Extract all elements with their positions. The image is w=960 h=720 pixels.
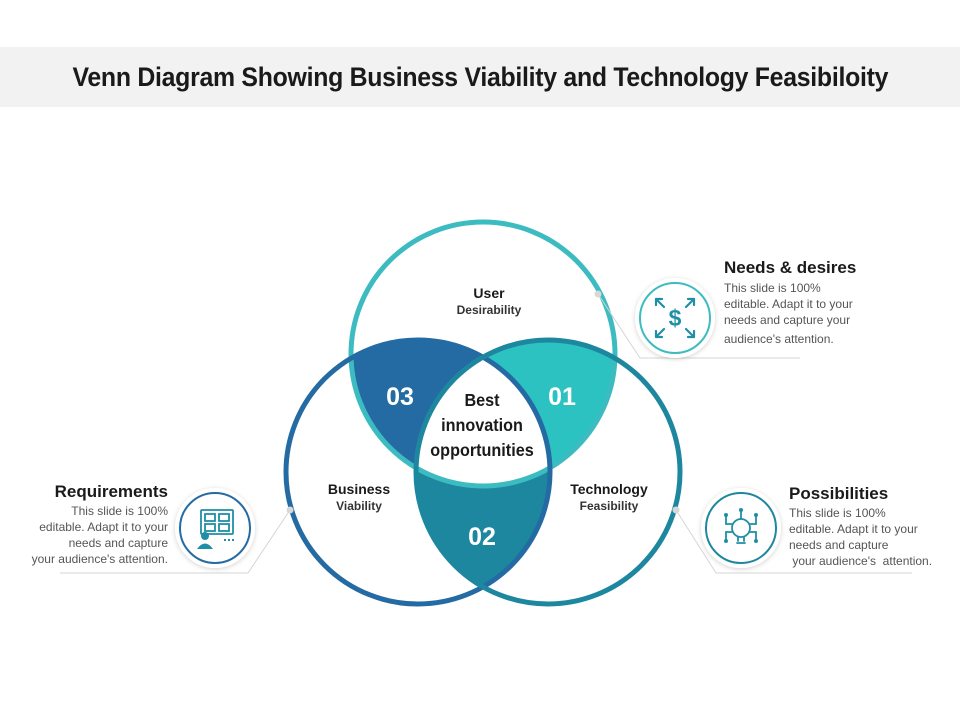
possibilities-body-line: needs and capture	[789, 538, 889, 552]
overlap-number-01: 01	[548, 383, 576, 411]
left-circle-subtitle: Viability	[336, 499, 382, 513]
right-circle-subtitle: Feasibility	[580, 499, 639, 513]
right-circle-ring	[413, 337, 683, 607]
presentation-board-icon	[175, 488, 255, 568]
possibilities-body: This slide is 100% editable. Adapt it to…	[789, 505, 932, 569]
needs-connector-dot	[594, 290, 602, 298]
needs-body: This slide is 100% editable. Adapt it to…	[724, 280, 853, 347]
requirements-body-line: This slide is 100%	[71, 504, 168, 518]
possibilities-body-line: editable. Adapt it to your	[789, 522, 918, 536]
requirements-body: This slide is 100% editable. Adapt it to…	[32, 503, 168, 567]
possibilities-body-line: your audience's attention.	[789, 554, 933, 568]
needs-body-line: audience's attention.	[724, 332, 834, 346]
requirements-body-line: needs and capture	[68, 536, 168, 550]
svg-text:$: $	[669, 305, 682, 331]
requirements-connector-dot	[286, 506, 294, 514]
connector-lines	[60, 293, 912, 574]
title-bar: Venn Diagram Showing Business Viability …	[0, 47, 960, 107]
possibilities-connector-dot	[672, 506, 680, 514]
center-label-line-1: Best	[464, 390, 499, 410]
needs-body-line: This slide is 100%	[724, 281, 821, 295]
page-title: Venn Diagram Showing Business Viability …	[72, 61, 888, 92]
requirements-connector-line	[60, 509, 291, 574]
possibilities-connector-line	[675, 509, 912, 574]
possibilities-heading: Possibilities	[789, 484, 889, 503]
needs-connector-line	[597, 293, 800, 359]
circuit-bulb-icon	[701, 488, 781, 568]
top-circle-title: User	[473, 285, 505, 301]
left-circle-title: Business	[328, 481, 390, 497]
requirements-body-line: your audience's attention.	[31, 552, 168, 566]
needs-body-line: needs and capture your	[724, 313, 851, 327]
top-circle-ring	[348, 219, 618, 489]
overlap-number-02: 02	[468, 523, 496, 551]
left-circle-ring	[283, 337, 553, 607]
overlap-number-03: 03	[386, 383, 414, 411]
right-circle-title: Technology	[570, 481, 648, 497]
needs-heading: Needs & desires	[724, 258, 857, 277]
requirements-body-line: editable. Adapt it to your	[39, 520, 168, 534]
center-label-line-2: innovation	[441, 415, 523, 435]
requirements-heading: Requirements	[54, 482, 168, 501]
dollar-arrows-icon: $	[635, 278, 715, 358]
top-circle-subtitle: Desirability	[457, 303, 522, 317]
center-label-line-3: opportunities	[430, 440, 533, 460]
possibilities-body-line: This slide is 100%	[789, 506, 886, 520]
needs-body-line: editable. Adapt it to your	[724, 297, 853, 311]
